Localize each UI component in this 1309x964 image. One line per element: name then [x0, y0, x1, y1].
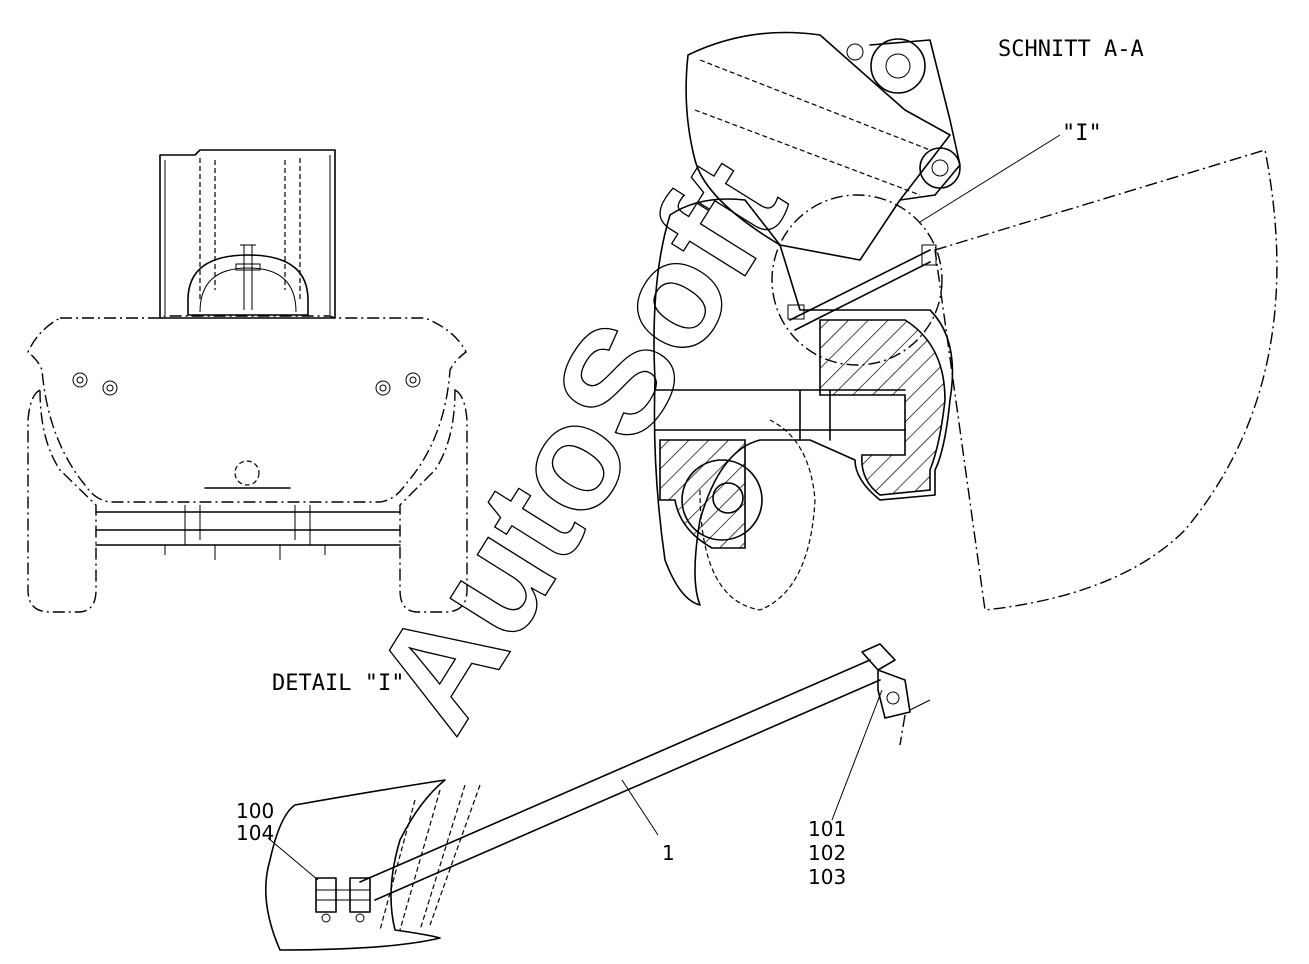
- leader-100: [267, 837, 319, 881]
- right-wheel: [399, 388, 468, 613]
- boom-front: [159, 149, 336, 319]
- frame-fragment: [265, 779, 446, 951]
- front-view: [27, 149, 468, 613]
- section-detail-marker: "I": [1062, 121, 1102, 146]
- part-number-102: 102: [808, 841, 846, 865]
- part-number-103: 103: [808, 865, 846, 889]
- hose: [359, 659, 881, 901]
- swing-range: [934, 149, 1278, 611]
- boom-section: [685, 31, 951, 261]
- leader-1: [621, 779, 659, 836]
- detail-view: DETAIL "I" 100 104 1 101 102 103: [236, 643, 931, 951]
- chassis-body: [27, 315, 467, 503]
- left-clamp-1: [315, 877, 337, 913]
- right-fitting: [861, 643, 911, 719]
- left-wheel: [27, 388, 97, 613]
- part-number-104: 104: [236, 821, 274, 845]
- part-number-1: 1: [662, 841, 675, 865]
- left-clamp-2: [349, 877, 371, 913]
- leader-101: [831, 689, 883, 821]
- part-number-101: 101: [808, 817, 846, 841]
- detail-title: DETAIL "I": [272, 671, 404, 696]
- watermark: AutoSoft: [340, 131, 818, 757]
- part-number-100: 100: [236, 799, 274, 823]
- detail-circle: [771, 194, 943, 366]
- section-title: SCHNITT A-A: [998, 37, 1144, 62]
- section-view: SCHNITT A-A "I": [653, 31, 1278, 611]
